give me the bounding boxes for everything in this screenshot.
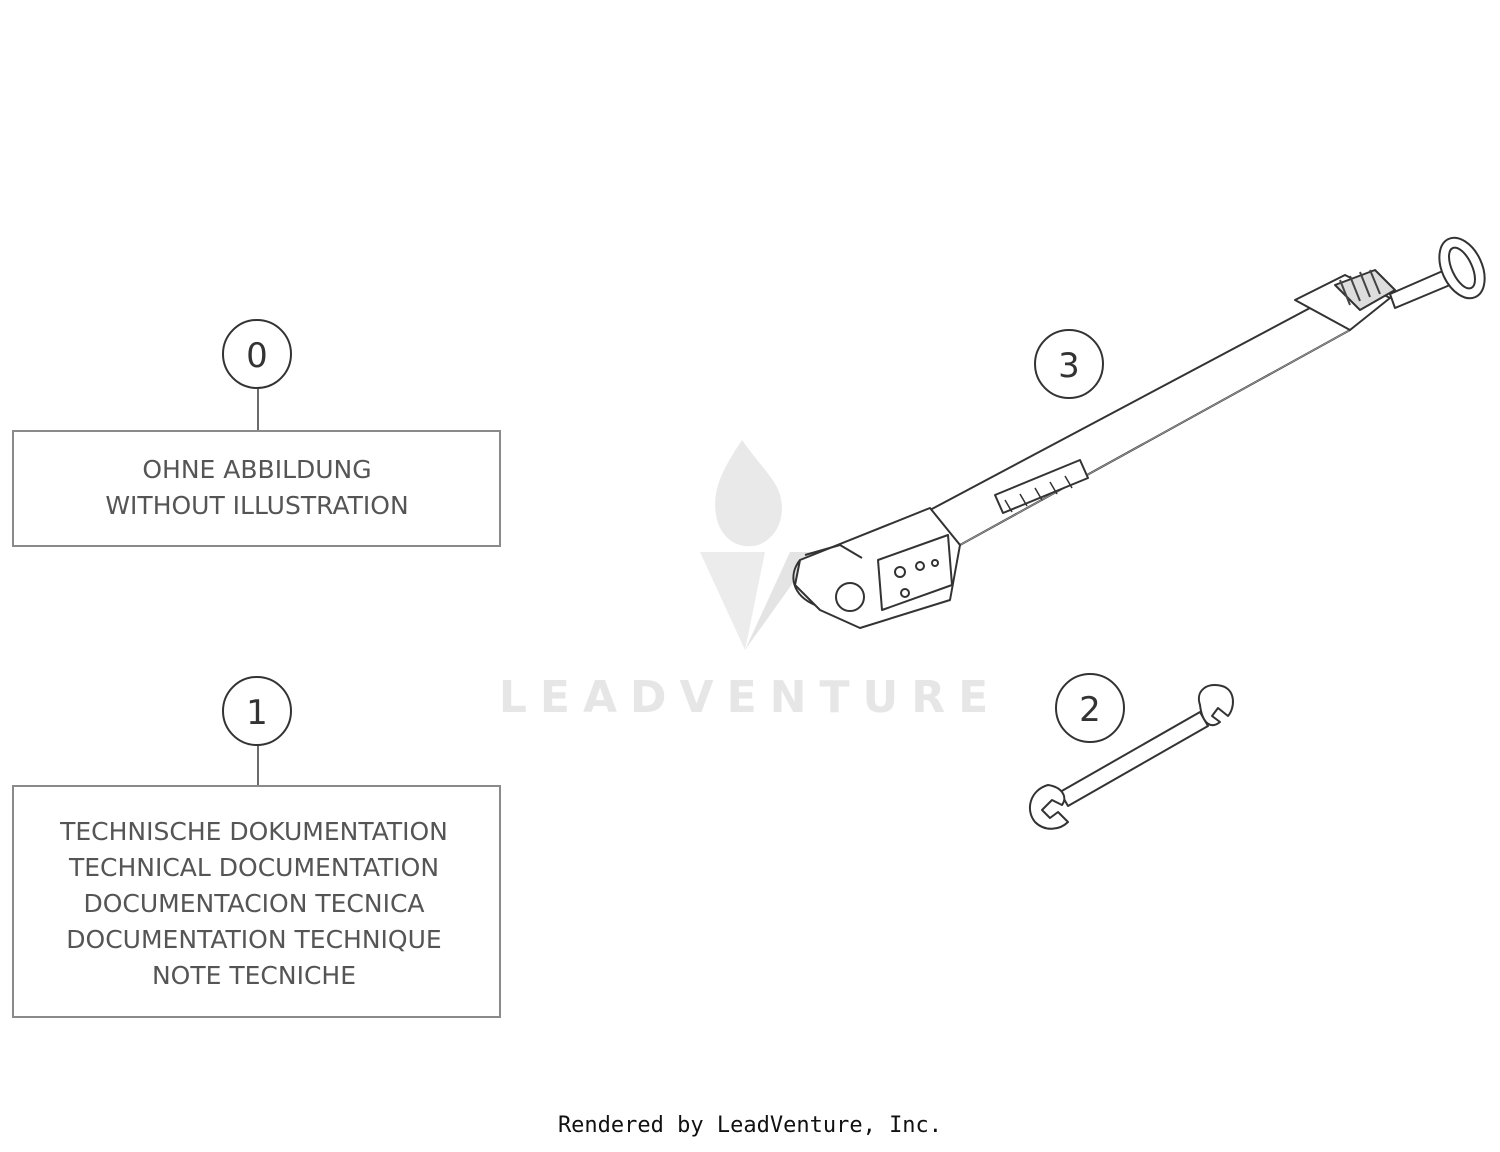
footer-credit: Rendered by LeadVenture, Inc. [557, 1113, 943, 1138]
leadventure-flame-logo [700, 440, 815, 650]
callout-0-circle [222, 319, 292, 389]
callout-0-box [12, 430, 501, 547]
callout-0-number: 0 [246, 336, 268, 376]
callout-1-box [12, 785, 501, 1018]
callout-0-line-2: WITHOUT ILLUSTRATION [105, 491, 408, 520]
watermark: LEADVENTURE [499, 440, 1001, 723]
callout-1-line-2: TECHNICAL DOCUMENTATION [68, 853, 439, 882]
part-3-number: 3 [1058, 346, 1080, 386]
callout-0-line-1: OHNE ABBILDUNG [142, 455, 371, 484]
callout-0: 0 OHNE ABBILDUNG WITHOUT ILLUSTRATION [12, 319, 501, 547]
part-2: 2 [1028, 673, 1234, 830]
part-3: 3 [792, 236, 1486, 629]
callout-1-line-1: TECHNISCHE DOKUMENTATION [59, 817, 448, 846]
callout-1-line-4: DOCUMENTATION TECHNIQUE [66, 925, 441, 954]
callout-1-circle [222, 676, 292, 746]
callout-1: 1 TECHNISCHE DOKUMENTATION TECHNICAL DOC… [12, 676, 501, 1018]
callout-1-line-5: NOTE TECNICHE [152, 961, 356, 990]
watermark-text: LEADVENTURE [499, 672, 1001, 723]
callout-1-line-3: DOCUMENTACION TECNICA [83, 889, 424, 918]
part-2-number: 2 [1079, 690, 1101, 730]
callout-1-number: 1 [246, 693, 268, 733]
wrench-icon [1028, 684, 1234, 830]
part-2-circle [1055, 673, 1125, 743]
side-stand-icon [792, 236, 1486, 629]
part-3-circle [1034, 329, 1104, 399]
